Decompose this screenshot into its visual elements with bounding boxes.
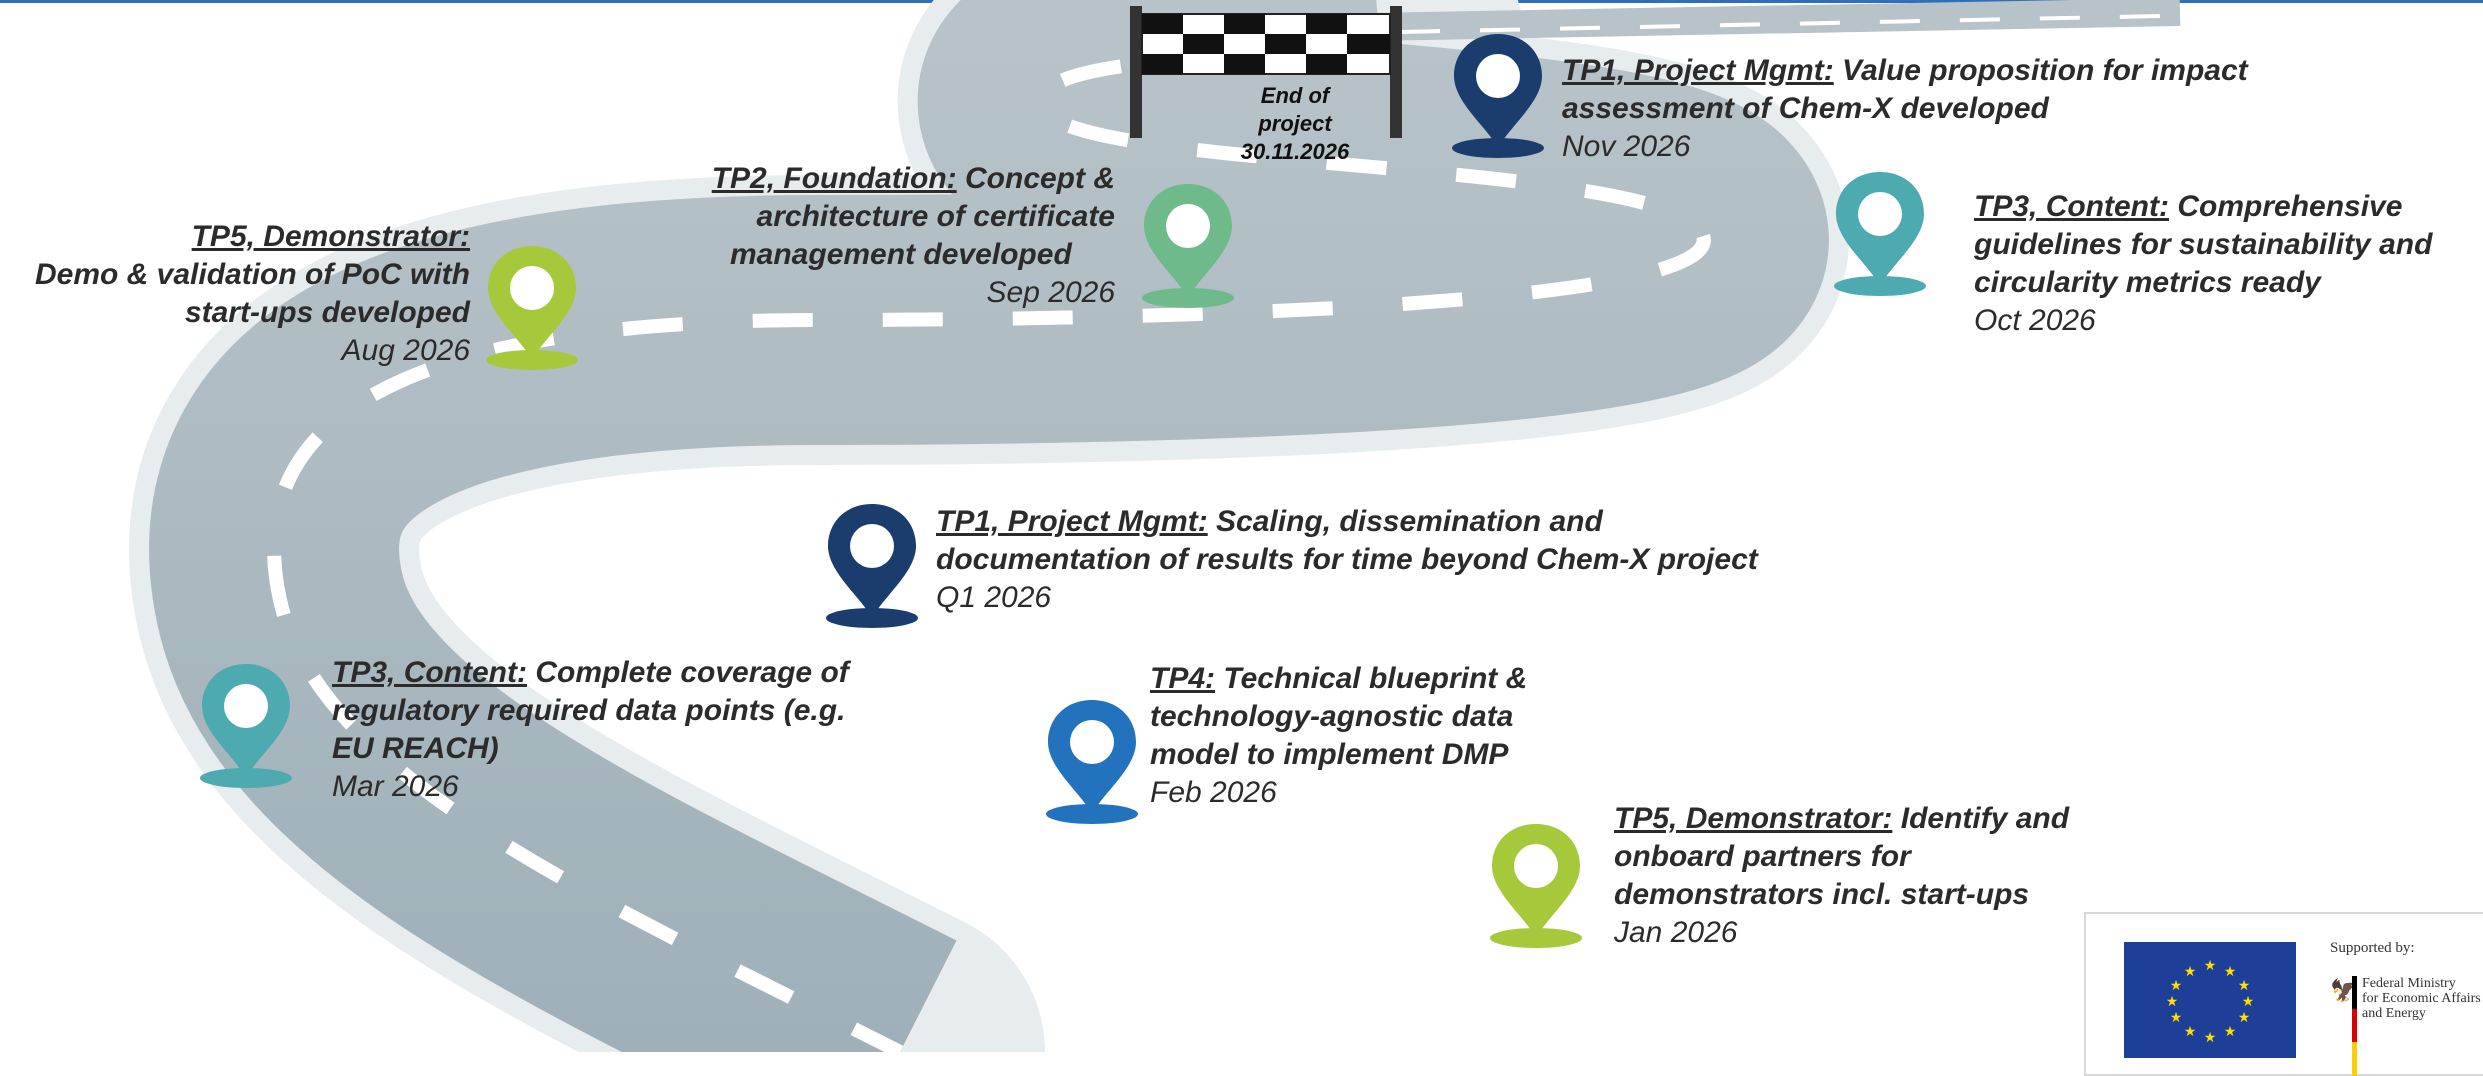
- milestone-label: TP5, Demonstrator:: [191, 220, 470, 253]
- map-pin-icon: [486, 246, 578, 370]
- milestone-text: Technical blueprint &: [1223, 662, 1528, 695]
- svg-text:★: ★: [2224, 964, 2237, 980]
- finish-date: 30.11.2026: [1240, 139, 1350, 164]
- milestone-text: EU REACH): [332, 732, 499, 765]
- svg-text:★: ★: [2242, 994, 2255, 1010]
- map-pin-icon: [1452, 34, 1544, 158]
- map-pin-icon: [826, 504, 918, 628]
- svg-text:★: ★: [2224, 1024, 2237, 1040]
- milestone-oct: TP3, Content: Comprehensive guidelines f…: [1974, 188, 2474, 340]
- milestone-label: TP2, Foundation:: [711, 162, 957, 195]
- milestone-text: Comprehensive: [2177, 190, 2403, 223]
- milestone-date: Nov 2026: [1562, 130, 1691, 163]
- milestone-date: Sep 2026: [986, 276, 1115, 309]
- supported-by-label: Supported by:: [2330, 940, 2415, 956]
- milestone-date: Aug 2026: [341, 334, 470, 367]
- milestone-text: circularity metrics ready: [1974, 266, 2321, 299]
- milestone-text: onboard partners for: [1614, 840, 1911, 873]
- milestone-text: regulatory required data points (e.g.: [332, 694, 846, 727]
- ministry-line: for Economic Affairs: [2362, 991, 2481, 1006]
- milestone-jan: TP5, Demonstrator: Identify and onboard …: [1614, 800, 2174, 952]
- milestone-text: technology-agnostic data: [1150, 700, 1514, 733]
- ministry-line: and Energy: [2362, 1006, 2426, 1021]
- milestone-text: Complete coverage of: [535, 656, 849, 689]
- ministry-line: Federal Ministry: [2362, 976, 2456, 991]
- milestone-label: TP3, Content:: [332, 656, 527, 689]
- svg-text:★: ★: [2238, 1010, 2251, 1026]
- milestone-label: TP5, Demonstrator:: [1614, 802, 1893, 835]
- milestone-nov: TP1, Project Mgmt: Value proposition for…: [1562, 52, 2442, 166]
- milestone-text: Demo & validation of PoC with: [34, 258, 470, 291]
- milestone-q1: TP1, Project Mgmt: Scaling, disseminatio…: [936, 503, 1916, 617]
- milestone-date: Jan 2026: [1614, 916, 1738, 949]
- milestone-label: TP3, Content:: [1974, 190, 2169, 223]
- milestone-date: Q1 2026: [936, 581, 1052, 614]
- milestone-date: Feb 2026: [1150, 776, 1277, 809]
- finish-label: End of project 30.11.2026: [1220, 82, 1370, 166]
- svg-text:★: ★: [2184, 1024, 2197, 1040]
- milestone-text: architecture of certificate: [756, 200, 1115, 233]
- german-flag-stripe: [2352, 976, 2357, 1076]
- milestone-label: TP1, Project Mgmt:: [936, 505, 1208, 538]
- svg-text:★: ★: [2238, 978, 2251, 994]
- eu-flag-icon: ★★★ ★★★ ★★★ ★★★: [2124, 942, 2296, 1058]
- svg-text:★: ★: [2170, 1010, 2183, 1026]
- milestone-aug: TP5, Demonstrator: Demo & validation of …: [0, 218, 470, 370]
- svg-text:★: ★: [2204, 1030, 2217, 1046]
- map-pin-icon: [1046, 700, 1138, 824]
- svg-text:★: ★: [2184, 964, 2197, 980]
- finish-line2: project: [1258, 111, 1332, 136]
- milestone-label: TP1, Project Mgmt:: [1562, 54, 1834, 87]
- milestone-date: Oct 2026: [1974, 304, 2096, 337]
- milestone-sep: TP2, Foundation: Concept & architecture …: [620, 160, 1115, 312]
- ministry-name: Federal Ministry for Economic Affairs an…: [2362, 976, 2481, 1021]
- svg-text:★: ★: [2170, 978, 2183, 994]
- milestone-text: Value proposition for impact: [1842, 54, 2248, 87]
- milestone-date: Mar 2026: [332, 770, 459, 803]
- milestone-text: model to implement DMP: [1150, 738, 1509, 771]
- milestone-text: demonstrators incl. start-ups: [1614, 878, 2030, 911]
- map-pin-icon: [200, 664, 292, 788]
- finish-line1: End of: [1260, 83, 1330, 108]
- milestone-label: TP4:: [1150, 662, 1216, 695]
- milestone-text: management developed: [730, 238, 1072, 271]
- milestone-mar: TP3, Content: Complete coverage of regul…: [332, 654, 932, 806]
- milestone-feb: TP4: Technical blueprint & technology-ag…: [1150, 660, 1590, 812]
- milestone-text: Concept &: [965, 162, 1115, 195]
- milestone-text: start-ups developed: [184, 296, 470, 329]
- map-pin-icon: [1834, 172, 1926, 296]
- milestone-text: assessment of Chem-X developed: [1562, 92, 2049, 125]
- milestone-text: documentation of results for time beyond…: [936, 543, 1758, 576]
- sponsor-box: ★★★ ★★★ ★★★ ★★★ Supported by: 🦅 Federal …: [2084, 912, 2483, 1076]
- milestone-text: guidelines for sustainability and: [1974, 228, 2433, 261]
- map-pin-icon: [1142, 184, 1234, 308]
- svg-text:★: ★: [2204, 958, 2217, 974]
- milestone-text: Scaling, dissemination and: [1216, 505, 1603, 538]
- finish-flag-icon: [1130, 6, 1402, 138]
- map-pin-icon: [1490, 824, 1582, 948]
- svg-text:★: ★: [2166, 994, 2179, 1010]
- milestone-text: Identify and: [1900, 802, 2070, 835]
